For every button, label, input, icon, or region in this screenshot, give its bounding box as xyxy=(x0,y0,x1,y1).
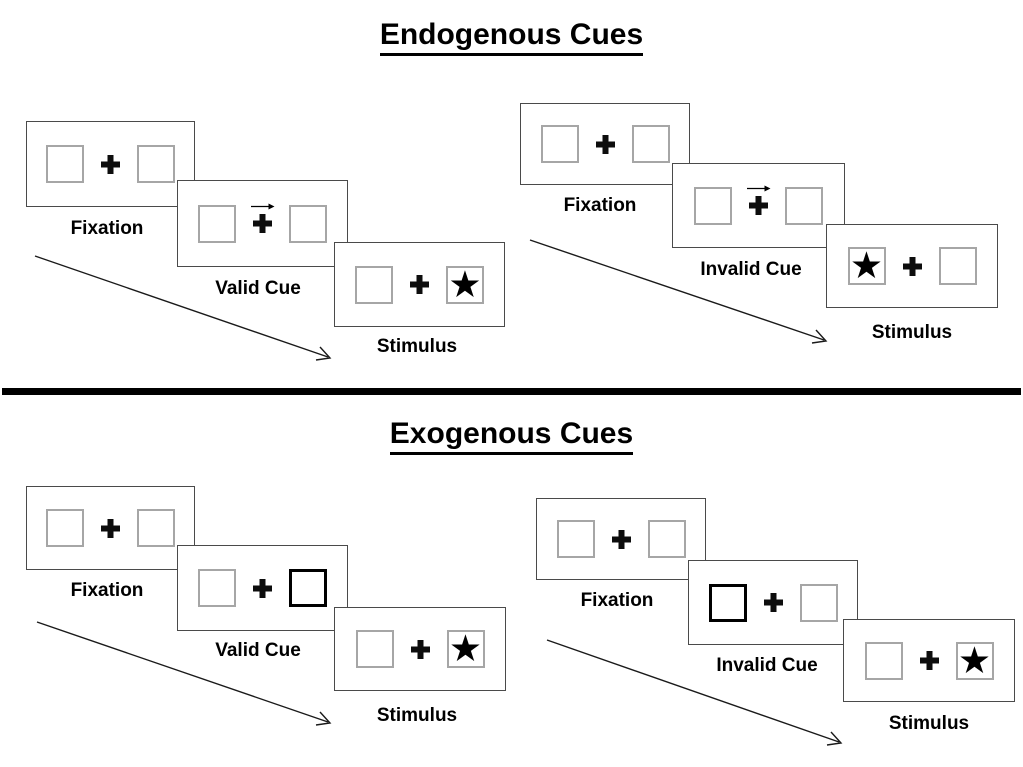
exogenous-title-text: Exogenous Cues xyxy=(389,417,634,455)
right-box xyxy=(289,204,327,243)
stimulus-screen: ★ xyxy=(334,242,505,327)
fixation-cross-icon xyxy=(611,529,631,549)
fixation-cross-icon xyxy=(101,154,120,174)
fixation-cross-icon xyxy=(250,203,274,233)
right-box xyxy=(785,186,823,225)
fixation-cross-icon xyxy=(763,593,783,612)
star-stimulus-icon: ★ xyxy=(448,262,482,306)
left-box xyxy=(355,265,393,304)
fixation-cross-icon xyxy=(919,651,939,670)
right-box xyxy=(799,583,838,622)
right-box xyxy=(631,125,670,163)
star-stimulus-icon: ★ xyxy=(849,244,884,287)
right-box xyxy=(647,520,686,558)
left-box xyxy=(355,630,394,668)
left-box xyxy=(198,204,236,243)
left-box xyxy=(864,641,903,680)
timeline-arrow xyxy=(546,639,843,746)
fixation-cross-icon xyxy=(410,275,429,294)
star-stimulus-icon: ★ xyxy=(448,627,483,670)
invalid-cue-screen xyxy=(688,560,858,645)
valid-cue-screen xyxy=(177,545,348,631)
endogenous-title-text: Endogenous Cues xyxy=(379,18,644,56)
fixation-label: Fixation xyxy=(70,218,144,239)
right-box-highlighted xyxy=(289,569,327,607)
stimulus-label: Stimulus xyxy=(888,713,970,734)
left-box-highlighted xyxy=(708,583,747,622)
endogenous-section-title: Endogenous Cues xyxy=(0,18,1023,56)
fixation-cross-icon xyxy=(595,134,615,154)
stimulus-screen: ★ xyxy=(826,224,998,308)
left-box xyxy=(556,520,595,558)
fixation-label: Fixation xyxy=(70,580,144,601)
stimulus-label: Stimulus xyxy=(871,322,953,343)
star-stimulus-icon: ★ xyxy=(957,638,992,682)
exogenous-section-title: Exogenous Cues xyxy=(0,417,1023,455)
left-box xyxy=(198,569,236,607)
invalid-cue-label: Invalid Cue xyxy=(716,655,818,676)
left-box xyxy=(46,145,84,183)
fixation-cross-icon xyxy=(253,578,272,598)
left-box xyxy=(540,125,579,163)
fixation-label: Fixation xyxy=(563,195,637,216)
fixation-cross-icon xyxy=(746,185,770,215)
fixation-label: Fixation xyxy=(580,590,654,611)
section-divider xyxy=(2,388,1021,395)
left-box xyxy=(694,186,732,225)
valid-cue-label: Valid Cue xyxy=(215,278,301,299)
timeline-arrow xyxy=(36,621,332,726)
right-box xyxy=(137,145,175,183)
fixation-cross-icon xyxy=(101,518,120,538)
right-box-with-star: ★ xyxy=(955,638,994,682)
stimulus-label: Stimulus xyxy=(376,336,458,357)
left-box xyxy=(46,509,84,547)
fixation-screen xyxy=(536,498,706,580)
right-box xyxy=(137,509,175,547)
right-box xyxy=(938,247,977,285)
left-box-with-star: ★ xyxy=(847,244,886,287)
valid-cue-screen xyxy=(177,180,348,267)
fixation-screen xyxy=(520,103,690,185)
fixation-screen xyxy=(26,121,195,207)
right-box-with-star: ★ xyxy=(446,627,485,670)
stimulus-label: Stimulus xyxy=(376,705,458,726)
fixation-cross-icon xyxy=(902,256,922,276)
timeline-arrow xyxy=(34,255,332,361)
cue-arrow-right-icon xyxy=(250,203,274,210)
invalid-cue-label: Invalid Cue xyxy=(700,259,802,280)
stimulus-screen: ★ xyxy=(334,607,506,691)
stimulus-screen: ★ xyxy=(843,619,1015,702)
fixation-cross-icon xyxy=(410,639,430,659)
invalid-cue-screen xyxy=(672,163,845,248)
cue-arrow-right-icon xyxy=(746,185,770,192)
timeline-arrow xyxy=(529,239,828,344)
fixation-screen xyxy=(26,486,195,570)
right-box-with-star: ★ xyxy=(446,262,484,306)
valid-cue-label: Valid Cue xyxy=(215,640,301,661)
